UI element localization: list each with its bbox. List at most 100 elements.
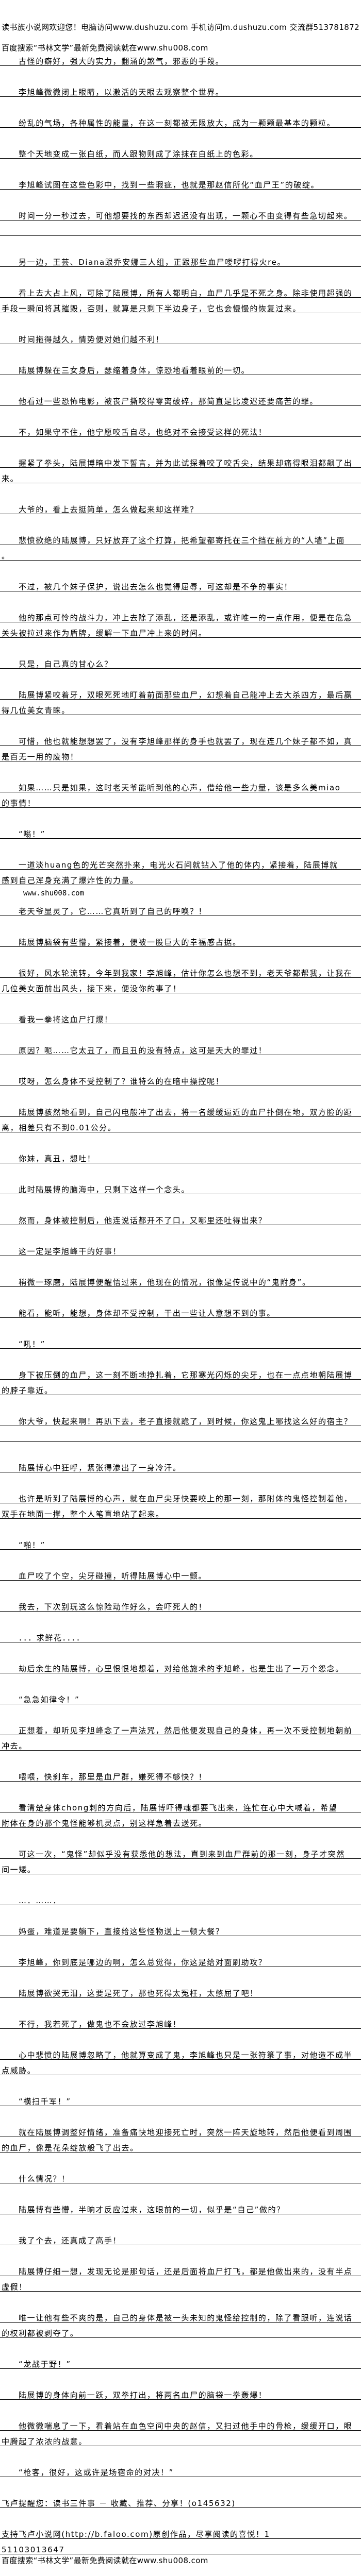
paragraph: 这一定是李旭峰干的好事！ [0,1241,361,1256]
text-line: 的血尸，像是花朵绽放般飞了出去。 [0,2137,361,2153]
paragraph-gap [0,1550,361,1565]
text-line: 51103013647 [0,2539,361,2554]
paragraph: 时间一分一秒过去，可他想要找的东西却迟迟没有出现，一颗心不由变得有些急切起来。 [0,205,361,236]
text-line: 得几位美女青睐。 [0,700,361,715]
paragraph-gap: www.shu008.com [0,885,361,901]
text-line: “急急如律令！” [0,1689,361,1704]
text-line: 间一矮。 [0,1859,361,1874]
text-line: 看上去大占上风，可除了陆展博，所有人都明白，血尸几乎是不死之身。除非使用超强的 [0,282,361,298]
paragraph-gap [0,2446,361,2462]
text-line: 悲愤欲绝的陆展博，只好放弃了这个打算，把希望都寄托在三个挡在前方的“人墙”上面 [0,530,361,545]
paragraph: 一道淡huang色的光芒突然扑来，电光火石间就钻入了他的体内，紧接着，陆展博就感… [0,854,361,885]
text-line: “啪！” [0,1534,361,1550]
text-line: 就在陆展博调整好情绪，准备痛快地迎接死亡时，突然一阵天旋地转，然后他便看到周围 [0,2122,361,2137]
paragraph: 李旭峰试图在这些色彩中，找到一些瑕疵，也就是那赵信所化“血尸王”的破绽。 [0,174,361,190]
paragraph: 此时陆展博的脑海中，只剩下这样一个念头。 [0,1179,361,1194]
text-line: 你妹，真丑，想吐！ [0,1148,361,1163]
paragraph-gap [0,1318,361,1333]
paragraph: ．．．求鲜花．．．． [0,1627,361,1642]
paragraph-gap [0,1782,361,1797]
paragraph: 陆展博骇然地看到，自己闪电般冲了出去，将一名缓缓逼近的血尸扑倒在地，双方脸的距离… [0,1101,361,1132]
paragraph: 血尸咬了个空，尖牙碰撞，听得陆展博心中一颤。 [0,1565,361,1581]
paragraph-gap [0,993,361,1009]
paragraph: 也许是听到了陆展博的心声，就在血尸尖牙快要咬上的那一刻，那附体的鬼怪控制着他，双… [0,1488,361,1519]
paragraph: 大爷的，看上去挺简单，怎么做起来却这样难？ [0,499,361,514]
text-line: 另一边，王芸、Diana跟乔安娜三人组，正跟那些血尸喽啰打得火re。 [0,251,361,267]
text-line: 纷乱的气场，各种属性的能量，在这一刻都被无限放大，成为一颗颗最基本的颗粒。 [0,112,361,128]
text-line: 时间一分一秒过去，可他想要找的东西却迟迟没有出现，一颗心不由变得有些急切起来。 [0,205,361,221]
text-line: 你大爷，快起来啊！再趴下去，老子直接就跪了，到时候，你这鬼上哪找这么好的宿主？ [0,1411,361,1426]
text-line: 的事情！ [0,792,361,808]
paragraph-gap [0,916,361,931]
text-line: ．．．求鲜花．．．． [0,1627,361,1642]
text-line: 原因？呃……它太丑了，而且丑的没有特点，这可是天大的罪过！ [0,1040,361,1055]
paragraph-gap [0,1612,361,1627]
text-line: 陆展博躲在三女身后，瑟缩着身体，惊恐地看着眼前的一切。 [0,360,361,375]
paragraph-gap [0,1673,361,1689]
paragraph: “枪客，很好，这或许是场宿命的对决！” [0,2462,361,2477]
paragraph: 然而，身体被控制后，他连说话都开不了口，又哪里还吐得出来？ [0,1210,361,1225]
text-line: 虚假！ [0,2276,361,2292]
paragraph-gap [0,2508,361,2523]
text-line: 我去，下次别玩这么惊险动作好么，会吓死人的！ [0,1596,361,1612]
text-line: 陆展博欲哭无泪，这要是死了，那也死得太冤枉，太憋屈了吧！ [0,1982,361,1998]
paragraph: 看清楚身体chong刺的方向后，陆展博吓得魂都要飞出来，连忙在心中大喊着，希望附… [0,1797,361,1828]
support-notice: 支持飞卢小说网(http://b.faloo.com)原创作品，尽享阅读的喜悦！… [0,2523,361,2554]
paragraph-gap [0,591,361,607]
text-line: 什么情况？！ [0,2168,361,2183]
text-line: 大爷的，看上去挺简单，怎么做起来却这样难？ [0,499,361,514]
text-line: 此时陆展博的脑海中，只剩下这样一个念头。 [0,1179,361,1194]
paragraph: 稍微一琢磨，陆展博便醒悟过来，他现在的情况，很像是传说中的“鬼附身”。 [0,1272,361,1287]
text-line: 很好，风水轮流转，今年到我家！李旭峰，估计你怎么也想不到，老天爷都帮我，让我在 [0,962,361,978]
text-line: 附体在身的那个鬼怪能够机灵点，别这样急着去送死。 [0,1812,361,1828]
paragraph: “急急如律令！” [0,1689,361,1704]
paragraph: 纷乱的气场，各种属性的能量，在这一刻都被无限放大，成为一颗颗最基本的颗粒。 [0,112,361,128]
text-line: 可惜，他也就能想想罢了，没有李旭峰那样的身手也就罢了，现在连几个妹子都不如，真 [0,731,361,746]
text-line: “横扫千军！” [0,2091,361,2106]
text-line: 李旭峰微微闭上眼睛，以激活的天眼去观察整个世界。 [0,81,361,97]
text-line: 飞卢提醒您：读书三件事 － 收藏、推荐、分享！(o145632) [0,2493,361,2508]
text-line: 妈蛋，难道是要躺下，直接给这些怪物送上一顿大餐？ [0,1921,361,1936]
site-welcome-banner: 读书族小说网欢迎您！电脑访问www.dushuzu.com 手机访问m.dush… [2,23,360,32]
paragraph: 李旭峰微微闭上眼睛，以激活的天眼去观察整个世界。 [0,81,361,97]
text-line: 也许是听到了陆展博的心声，就在血尸尖牙快要咬上的那一刻，那附体的鬼怪控制着他， [0,1488,361,1503]
paragraph-gap [0,1828,361,1843]
paragraph-gap [0,1287,361,1302]
paragraph-gap [0,97,361,112]
watermark-text: www.shu008.com [23,889,85,897]
paragraph: “龙战于野！” [0,2353,361,2369]
paragraph-gap [0,947,361,962]
paragraph-gap [0,1472,361,1488]
paragraph-gap [0,1581,361,1596]
paragraph: 陆展博仔细一想，发现无论是那句话，还是后面将血尸打飞，都是他做出来的，没有半点虚… [0,2261,361,2292]
text-line: 看清楚身体chong刺的方向后，陆展博吓得魂都要飞出来，连忙在心中大喊着，希望 [0,1797,361,1812]
text-line: 手段一瞬间将其摧毁，否则，就算是只剩下半边身子，它也会慢慢的恢复过来。 [0,298,361,313]
paragraph-gap [0,669,361,684]
paragraph-gap [0,2029,361,2044]
text-line: 劫后余生的陆展博，心里恨恨地想着，对给他施术的李旭峰，也是生出了一万个怨念。 [0,1658,361,1673]
text-line: 的权利都被剥夺了。 [0,2323,361,2338]
text-line: 离，相差只有不到0.01公分。 [0,1117,361,1132]
paragraph: 他的那点可怜的战斗力，冲上去除了添乱，还是添乱，或许唯一的一点作用，便是在危急关… [0,607,361,638]
text-line: 冲去。 [0,1735,361,1751]
text-line: 古怪的癖好，强大的实力，翻涌的煞气，邪恶的手段。 [0,50,361,66]
paragraph: 握紧了拳头，陆展博暗中发下誓言，并为此试探着咬了咬舌尖，结果却痛得眼泪都飙了出来… [0,452,361,483]
text-line: “吼！” [0,1333,361,1349]
text-line: 喂喂，快刹车，那里是血尸群，嫌死得不够快？！ [0,1766,361,1782]
paragraph: 心中悲愤的陆展博忽略了，他就算变成了鬼，李旭峰也只是一张符箓了事，对他造不成半点… [0,2044,361,2075]
paragraph-gap [0,190,361,205]
paragraph: 只是，自己真的甘心么？ [0,653,361,669]
paragraph-gap [0,128,361,143]
text-line: 不行，我若死了，做鬼也不会放过李旭峰！ [0,2013,361,2029]
paragraph: “吼！” [0,1333,361,1349]
paragraph: 妈蛋，难道是要躺下，直接给这些怪物送上一顿大餐？ [0,1921,361,1936]
paragraph: 不行，我若死了，做鬼也不会放过李旭峰！ [0,2013,361,2029]
paragraph: 他微微喘息了一下，看着站在血色空间中央的赵信，又扫过他手中的骨枪，缓缓开口，眼中… [0,2415,361,2446]
text-line: 来。 [0,468,361,483]
paragraph: 喂喂，快刹车，那里是血尸群，嫌死得不够快？！ [0,1766,361,1782]
paragraph: 陆展博欲哭无泪，这要是死了，那也死得太冤枉，太憋屈了吧！ [0,1982,361,1998]
text-line: 心中悲愤的陆展博忽略了，他就算变成了鬼，李旭峰也只是一张符箓了事，对他造不成半 [0,2044,361,2060]
text-line: 陆展博骇然地看到，自己闪电般冲了出去，将一名缓缓逼近的血尸扑倒在地，双方脸的距 [0,1101,361,1117]
